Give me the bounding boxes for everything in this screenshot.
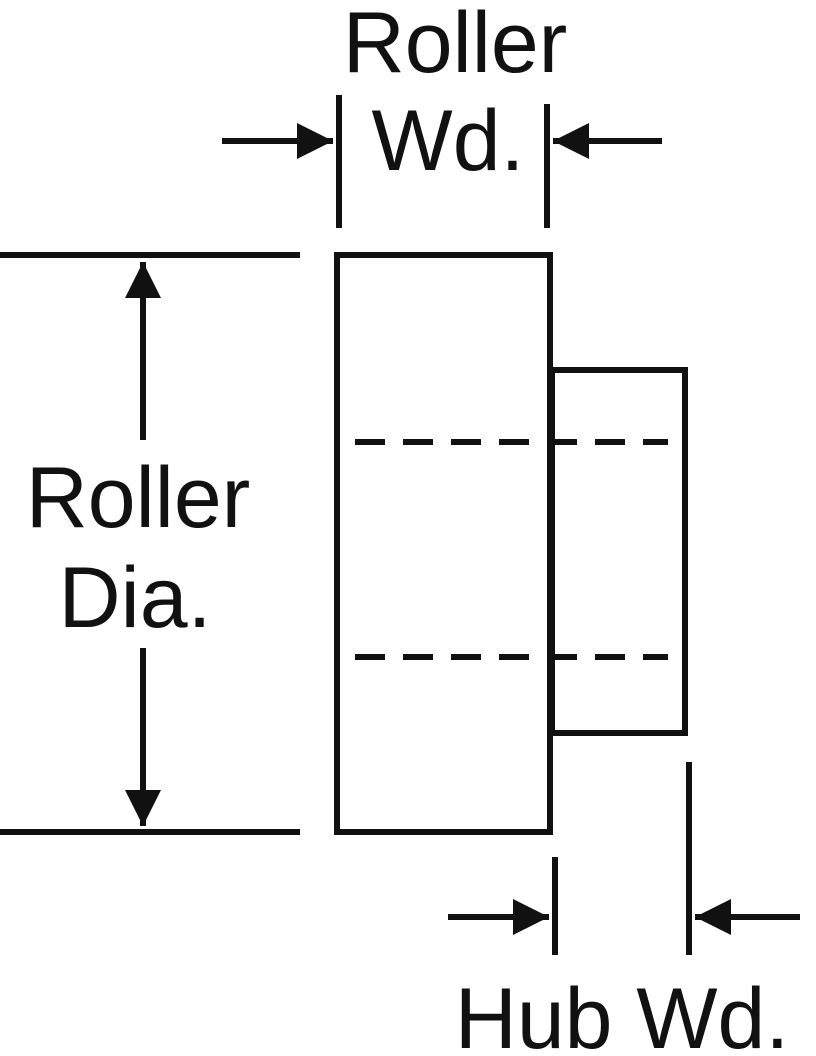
roller-wd-label-line1: Roller: [343, 0, 568, 91]
roller-dia-label-line2: Dia.: [59, 550, 212, 646]
roller-body: [334, 252, 553, 835]
roller-dia-label-line1: Roller: [26, 450, 251, 546]
hub-wd-label: Hub Wd.: [455, 971, 790, 1056]
roller-wd-label-line2: Wd.: [372, 93, 525, 189]
hub-body: [549, 367, 688, 736]
